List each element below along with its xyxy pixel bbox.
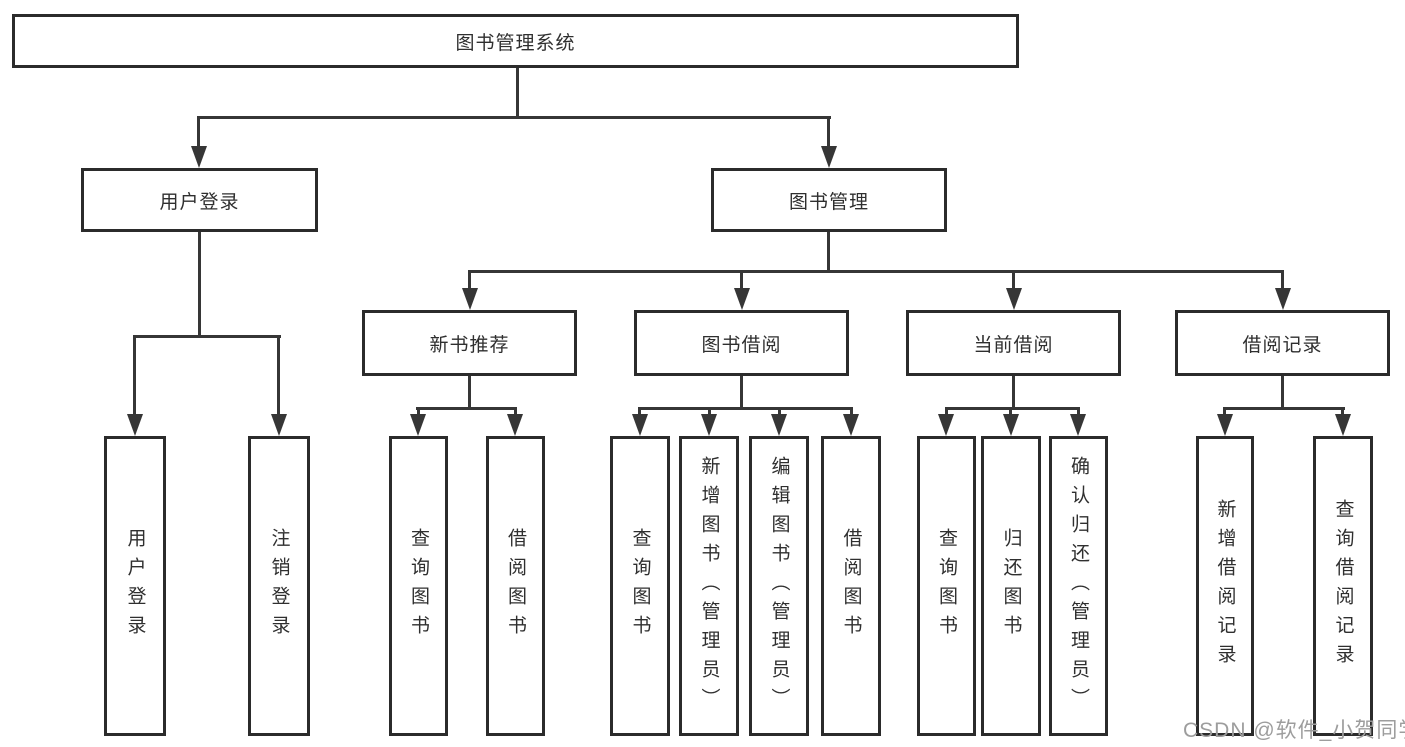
leaf-recommend-query-books-label: 查询图书 <box>408 528 429 644</box>
connector-groupC-bar <box>945 407 1080 410</box>
connector-groupD-drop2 <box>1341 407 1344 416</box>
arrowhead-leaf-user-login-icon <box>127 414 143 436</box>
leaf-edit-books-admin-label: 编辑图书（管理员） <box>768 455 790 717</box>
connector-groupA-trunk <box>468 376 471 408</box>
node-borrow-record: 借阅记录 <box>1175 310 1390 376</box>
arrowhead-groupD-leaf2-icon <box>1335 414 1351 436</box>
connector-groupB-bar <box>638 407 853 410</box>
node-book-borrow-label: 图书借阅 <box>701 334 782 356</box>
arrowhead-groupB-leaf4-icon <box>843 414 859 436</box>
leaf-query-borrow-record-label: 查询借阅记录 <box>1332 499 1354 673</box>
connector-book-mgmt-bar <box>468 270 1284 273</box>
connector-drop-borrow-record <box>1281 270 1284 290</box>
leaf-add-books-admin: 新增图书（管理员） <box>679 436 739 736</box>
arrowhead-groupB-leaf2-icon <box>701 414 717 436</box>
connector-groupA-drop2 <box>514 407 517 416</box>
leaf-return-books: 归还图书 <box>981 436 1041 736</box>
connector-groupD-bar <box>1223 407 1345 410</box>
connector-groupB-drop2 <box>708 407 711 416</box>
connector-groupC-drop3 <box>1077 407 1080 416</box>
connector-user-login-trunk <box>198 232 201 336</box>
arrowhead-groupC-leaf1-icon <box>938 414 954 436</box>
node-current-borrow: 当前借阅 <box>906 310 1121 376</box>
connector-groupD-trunk <box>1281 376 1284 408</box>
node-book-management: 图书管理 <box>711 168 947 232</box>
leaf-recommend-borrow-books: 借阅图书 <box>486 436 545 736</box>
arrowhead-groupA-leaf2-icon <box>507 414 523 436</box>
leaf-user-login: 用户登录 <box>104 436 166 736</box>
connector-drop-new-book <box>468 270 471 290</box>
csdn-watermark: CSDN @软件_小贺同学 <box>1183 719 1405 742</box>
connector-root-trunk <box>516 68 519 116</box>
connector-drop-current-borrow <box>1012 270 1015 290</box>
leaf-borrow-query-books: 查询图书 <box>610 436 670 736</box>
connector-drop-book-mgmt <box>827 116 830 148</box>
leaf-query-borrow-record: 查询借阅记录 <box>1313 436 1373 736</box>
arrowhead-user-login-icon <box>191 146 207 168</box>
node-new-book-recommend: 新书推荐 <box>362 310 577 376</box>
arrowhead-groupC-leaf2-icon <box>1003 414 1019 436</box>
leaf-borrow-books: 借阅图书 <box>821 436 881 736</box>
arrowhead-groupC-leaf3-icon <box>1070 414 1086 436</box>
node-user-login: 用户登录 <box>81 168 318 232</box>
arrowhead-book-borrow-icon <box>734 288 750 310</box>
node-borrow-record-label: 借阅记录 <box>1242 334 1323 356</box>
node-user-login-label: 用户登录 <box>159 191 240 213</box>
leaf-current-query-books-label: 查询图书 <box>936 528 957 644</box>
node-library-system: 图书管理系统 <box>12 14 1019 68</box>
connector-drop-book-borrow <box>740 270 743 290</box>
connector-groupC-trunk <box>1012 376 1015 408</box>
leaf-confirm-return-admin-label: 确认归还（管理员） <box>1068 455 1089 717</box>
connector-groupC-drop2 <box>1009 407 1012 416</box>
connector-book-mgmt-trunk <box>827 232 830 270</box>
connector-drop-leaf-user-login <box>133 335 136 416</box>
leaf-borrow-books-label: 借阅图书 <box>840 528 862 644</box>
arrowhead-groupB-leaf3-icon <box>771 414 787 436</box>
node-library-system-label: 图书管理系统 <box>455 32 576 54</box>
leaf-add-borrow-record: 新增借阅记录 <box>1196 436 1254 736</box>
leaf-edit-books-admin: 编辑图书（管理员） <box>749 436 809 736</box>
connector-drop-leaf-logout <box>277 335 280 416</box>
connector-groupB-drop1 <box>638 407 641 416</box>
node-book-management-label: 图书管理 <box>788 191 869 213</box>
node-book-borrow: 图书借阅 <box>634 310 849 376</box>
arrowhead-groupB-leaf1-icon <box>632 414 648 436</box>
node-new-book-recommend-label: 新书推荐 <box>429 334 510 356</box>
arrowhead-current-borrow-icon <box>1006 288 1022 310</box>
connector-groupB-drop4 <box>850 407 853 416</box>
node-current-borrow-label: 当前借阅 <box>973 334 1054 356</box>
connector-groupA-bar <box>416 407 517 410</box>
leaf-recommend-query-books: 查询图书 <box>389 436 448 736</box>
connector-groupC-drop1 <box>945 407 948 416</box>
connector-root-bar <box>197 116 831 119</box>
arrowhead-new-book-icon <box>462 288 478 310</box>
connector-user-login-bar <box>133 335 281 338</box>
leaf-logout: 注销登录 <box>248 436 310 736</box>
connector-groupD-drop1 <box>1223 407 1226 416</box>
arrowhead-borrow-record-icon <box>1275 288 1291 310</box>
leaf-recommend-borrow-books-label: 借阅图书 <box>505 528 526 644</box>
connector-groupB-trunk <box>740 376 743 408</box>
connector-groupA-drop1 <box>417 407 420 416</box>
leaf-confirm-return-admin: 确认归还（管理员） <box>1049 436 1108 736</box>
connector-drop-user-login <box>197 116 200 148</box>
arrowhead-groupD-leaf1-icon <box>1217 414 1233 436</box>
arrowhead-book-mgmt-icon <box>821 146 837 168</box>
leaf-current-query-books: 查询图书 <box>917 436 976 736</box>
arrowhead-groupA-leaf1-icon <box>410 414 426 436</box>
arrowhead-leaf-logout-icon <box>271 414 287 436</box>
leaf-add-books-admin-label: 新增图书（管理员） <box>698 455 720 717</box>
leaf-return-books-label: 归还图书 <box>1000 528 1022 644</box>
leaf-borrow-query-books-label: 查询图书 <box>629 528 651 644</box>
leaf-user-login-label: 用户登录 <box>124 528 146 644</box>
leaf-add-borrow-record-label: 新增借阅记录 <box>1214 499 1236 673</box>
connector-groupB-drop3 <box>778 407 781 416</box>
leaf-logout-label: 注销登录 <box>268 528 290 644</box>
